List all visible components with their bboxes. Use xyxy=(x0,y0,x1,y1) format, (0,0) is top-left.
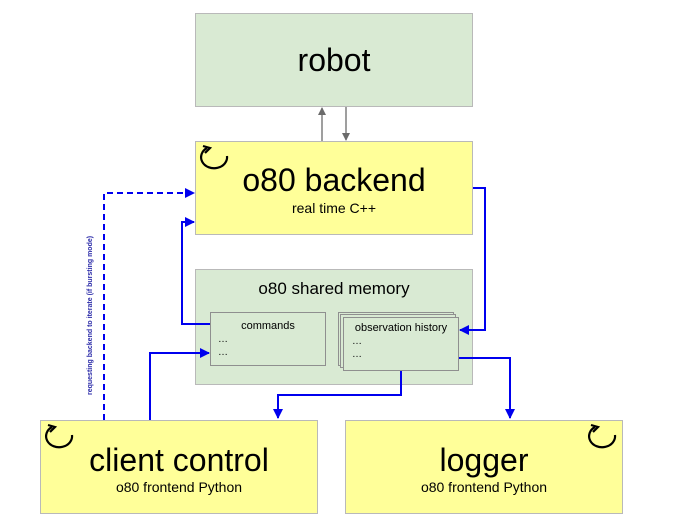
logger-title: logger xyxy=(439,442,529,478)
logger-box: logger o80 frontend Python xyxy=(345,420,623,514)
arrow-commands-to-backend xyxy=(181,217,210,325)
observation-ellipsis-2: … xyxy=(352,349,362,360)
robot-box: robot xyxy=(195,13,473,107)
commands-ellipsis-2: … xyxy=(218,347,228,358)
client-control-subtitle: o80 frontend Python xyxy=(115,479,243,495)
backend-subtitle: real time C++ xyxy=(291,200,377,216)
observation-ellipsis-1: … xyxy=(352,336,362,347)
observation-history-label: observation history xyxy=(354,322,448,334)
observation-history-buffer: observation history … … xyxy=(343,317,459,371)
backend-title: o80 backend xyxy=(242,162,426,198)
arrow-client-to-commands xyxy=(149,348,210,420)
commands-ellipsis-1: … xyxy=(218,334,228,345)
arrow-observations-to-logger xyxy=(459,357,515,419)
logger-subtitle: o80 frontend Python xyxy=(420,479,548,495)
arrow-client-to-backend-dashed xyxy=(103,188,195,420)
commands-label: commands xyxy=(241,320,295,332)
backend-loop-icon xyxy=(200,144,229,170)
logger-loop-icon xyxy=(588,423,617,449)
arrow-backend-to-observations xyxy=(459,187,486,335)
client-control-loop-icon xyxy=(45,423,74,449)
commands-buffer: commands … … xyxy=(210,312,326,366)
arrow-observations-to-client xyxy=(273,371,402,419)
robot-label: robot xyxy=(297,42,371,78)
client-control-box: client control o80 frontend Python xyxy=(40,420,318,514)
client-control-title: client control xyxy=(89,442,269,478)
backend-box: o80 backend real time C++ xyxy=(195,141,473,235)
shared-memory-title: o80 shared memory xyxy=(258,279,410,298)
